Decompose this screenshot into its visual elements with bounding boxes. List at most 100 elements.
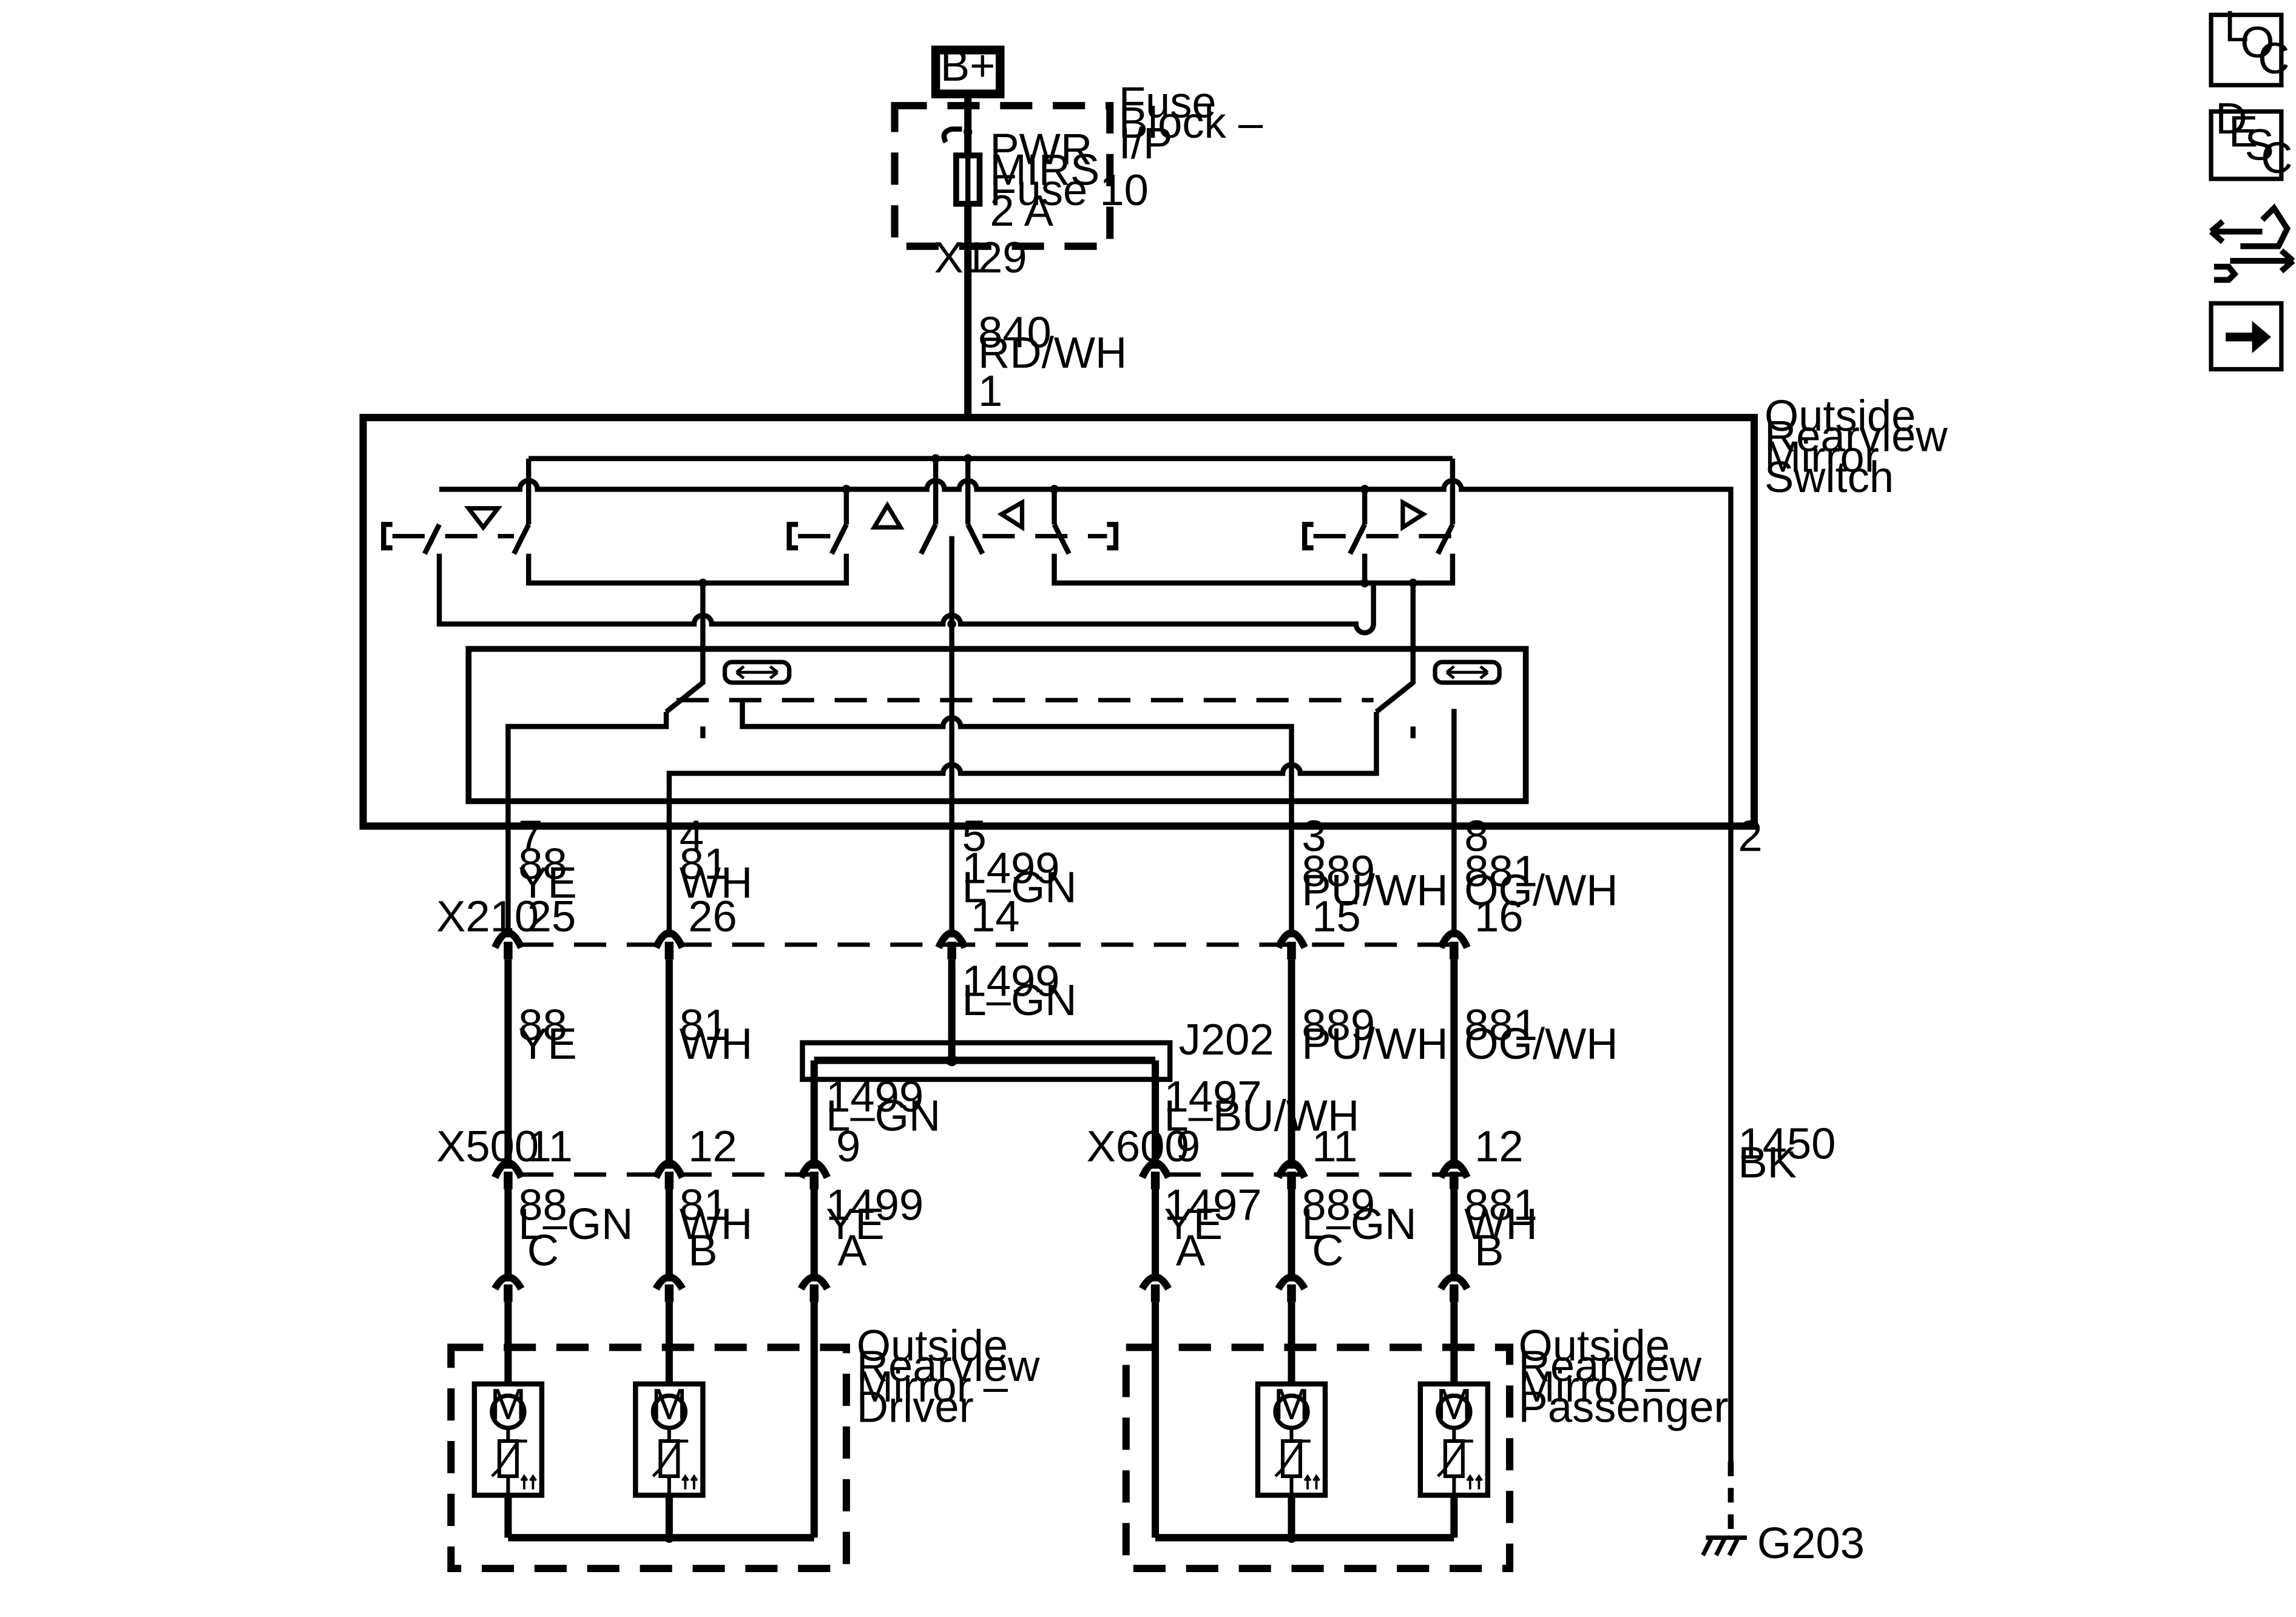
location-icon[interactable]: L O C: [2209, 2, 2290, 87]
x210-pins: 25 26 14 15 16: [495, 892, 1524, 959]
connector-tool-icon[interactable]: [2209, 203, 2295, 283]
svg-text:O: O: [2240, 18, 2274, 67]
fuse-block: [891, 102, 1114, 250]
mirror-passenger-name: Outside Rearview Mirror – Passenger: [1519, 1321, 1729, 1431]
svg-text:840: 840: [978, 308, 1052, 357]
svg-text:A: A: [837, 1226, 867, 1275]
switch-output-labels: 7 88 YE 4 81 WH 5 1499 L–GN 3 889 PU/WH …: [518, 811, 1763, 914]
svg-text:YE: YE: [518, 859, 577, 908]
svg-text:C: C: [2261, 133, 2292, 183]
ground-g203-label: G203: [1757, 1519, 1865, 1568]
svg-text:M: M: [490, 1380, 526, 1429]
svg-text:YE: YE: [1164, 1200, 1223, 1249]
svg-text:D: D: [2215, 94, 2247, 143]
svg-text:2: 2: [1738, 811, 1763, 860]
svg-text:88: 88: [518, 1001, 567, 1050]
description-icon[interactable]: D E S C: [2209, 94, 2292, 183]
svg-text:7: 7: [518, 811, 542, 860]
x600-label: X600: [1087, 1122, 1189, 1171]
svg-text:14: 14: [971, 892, 1020, 941]
svg-text:C: C: [527, 1226, 559, 1275]
svg-text:11: 11: [1312, 1122, 1357, 1171]
svg-text:PU/WH: PU/WH: [1302, 866, 1448, 915]
svg-text:YE: YE: [518, 1019, 577, 1068]
mirror-select-box: [465, 646, 1529, 805]
svg-text:Outside: Outside: [1764, 391, 1916, 441]
svg-text:MIRS: MIRS: [990, 145, 1099, 194]
svg-text:B: B: [688, 1226, 717, 1275]
svg-text:OG/WH: OG/WH: [1464, 866, 1618, 915]
select-right-symbol: [1433, 660, 1502, 685]
svg-text:Mirror –: Mirror –: [857, 1362, 1008, 1411]
svg-text:12: 12: [1474, 1122, 1524, 1171]
svg-text:Fuse: Fuse: [1119, 78, 1217, 127]
svg-text:9: 9: [836, 1122, 860, 1171]
x500-pins: 11 12 9: [495, 1122, 860, 1189]
svg-text:11: 11: [527, 1122, 573, 1171]
feed-wire-label: 840 RD/WH: [978, 308, 1127, 377]
svg-text:Switch: Switch: [1764, 453, 1894, 502]
switch-pin-1-label: 1: [978, 366, 1002, 416]
driver-motor-left: M: [471, 1380, 545, 1498]
svg-text:L–GN: L–GN: [962, 863, 1077, 912]
svg-text:S: S: [2245, 120, 2274, 169]
next-arrow-icon[interactable]: [2209, 301, 2284, 372]
svg-text:WH: WH: [680, 1019, 753, 1068]
fuse-block-name: Fuse Block – I/P: [1119, 78, 1263, 168]
svg-text:15: 15: [1312, 892, 1361, 941]
svg-text:5: 5: [962, 811, 987, 860]
svg-text:881: 881: [1464, 1001, 1538, 1050]
svg-text:81: 81: [680, 1181, 729, 1230]
svg-text:9: 9: [1176, 1122, 1200, 1171]
svg-text:889: 889: [1302, 846, 1375, 896]
svg-text:Outside: Outside: [857, 1321, 1008, 1370]
svg-text:1497: 1497: [1164, 1181, 1262, 1230]
svg-text:C: C: [2258, 34, 2289, 83]
svg-text:Rearview: Rearview: [1519, 1342, 1702, 1391]
splice-j202-label: J202: [1179, 1015, 1274, 1064]
mirror-down-symbol: [464, 506, 502, 532]
svg-text:4: 4: [680, 811, 704, 860]
svg-text:C: C: [1312, 1226, 1343, 1275]
svg-text:2 A: 2 A: [990, 186, 1053, 235]
svg-text:I/P: I/P: [1119, 119, 1173, 168]
svg-text:E: E: [2229, 107, 2258, 157]
svg-text:881: 881: [1464, 846, 1538, 896]
svg-text:L–GN: L–GN: [962, 976, 1077, 1025]
svg-text:WH: WH: [680, 1200, 753, 1249]
svg-text:81: 81: [680, 839, 729, 888]
svg-text:81: 81: [680, 1001, 729, 1050]
svg-text:Fuse 10: Fuse 10: [990, 166, 1149, 215]
svg-text:YE: YE: [826, 1200, 885, 1249]
svg-text:88: 88: [518, 839, 567, 888]
svg-text:BK: BK: [1738, 1138, 1797, 1187]
svg-text:1450: 1450: [1738, 1119, 1836, 1168]
svg-text:26: 26: [688, 892, 737, 941]
x500-label: X500: [436, 1122, 539, 1171]
mirror-right-symbol: [1400, 498, 1428, 532]
svg-text:M: M: [1273, 1380, 1309, 1429]
splice-j202: [800, 1040, 1173, 1082]
svg-text:Rearview: Rearview: [857, 1342, 1040, 1391]
svg-text:88: 88: [518, 1181, 567, 1230]
splice-wire-labels: 1499 L–GN 1497 L–BU/WH: [826, 1072, 1359, 1140]
svg-text:1497: 1497: [1164, 1072, 1262, 1121]
ground-wire-label: 1450 BK: [1738, 1119, 1836, 1187]
mirror-left-symbol: [997, 498, 1025, 532]
x1-pin-label: 29: [978, 233, 1027, 282]
svg-text:Block –: Block –: [1119, 98, 1263, 147]
svg-text:L–BU/WH: L–BU/WH: [1164, 1091, 1360, 1140]
svg-text:M: M: [651, 1380, 687, 1429]
svg-text:B: B: [1474, 1226, 1504, 1275]
mirror-terminals: [495, 1277, 1467, 1302]
x500-wire-labels: 88 L–GN C 81 WH B 1499 YE A: [518, 1181, 923, 1275]
svg-text:1499: 1499: [826, 1181, 923, 1230]
ground-g203-symbol: [1701, 1535, 1747, 1556]
svg-text:PU/WH: PU/WH: [1302, 1019, 1448, 1068]
mirror-switch-name: Outside Rearview Mirror Switch: [1764, 391, 1948, 502]
svg-text:PWR: PWR: [990, 125, 1092, 174]
battery-source-label: B+: [940, 41, 996, 90]
svg-text:889: 889: [1302, 1001, 1375, 1050]
svg-text:12: 12: [688, 1122, 737, 1171]
x600-wire-labels: 1497 YE A 889 L–GN C 881 WH B: [1164, 1181, 1538, 1275]
